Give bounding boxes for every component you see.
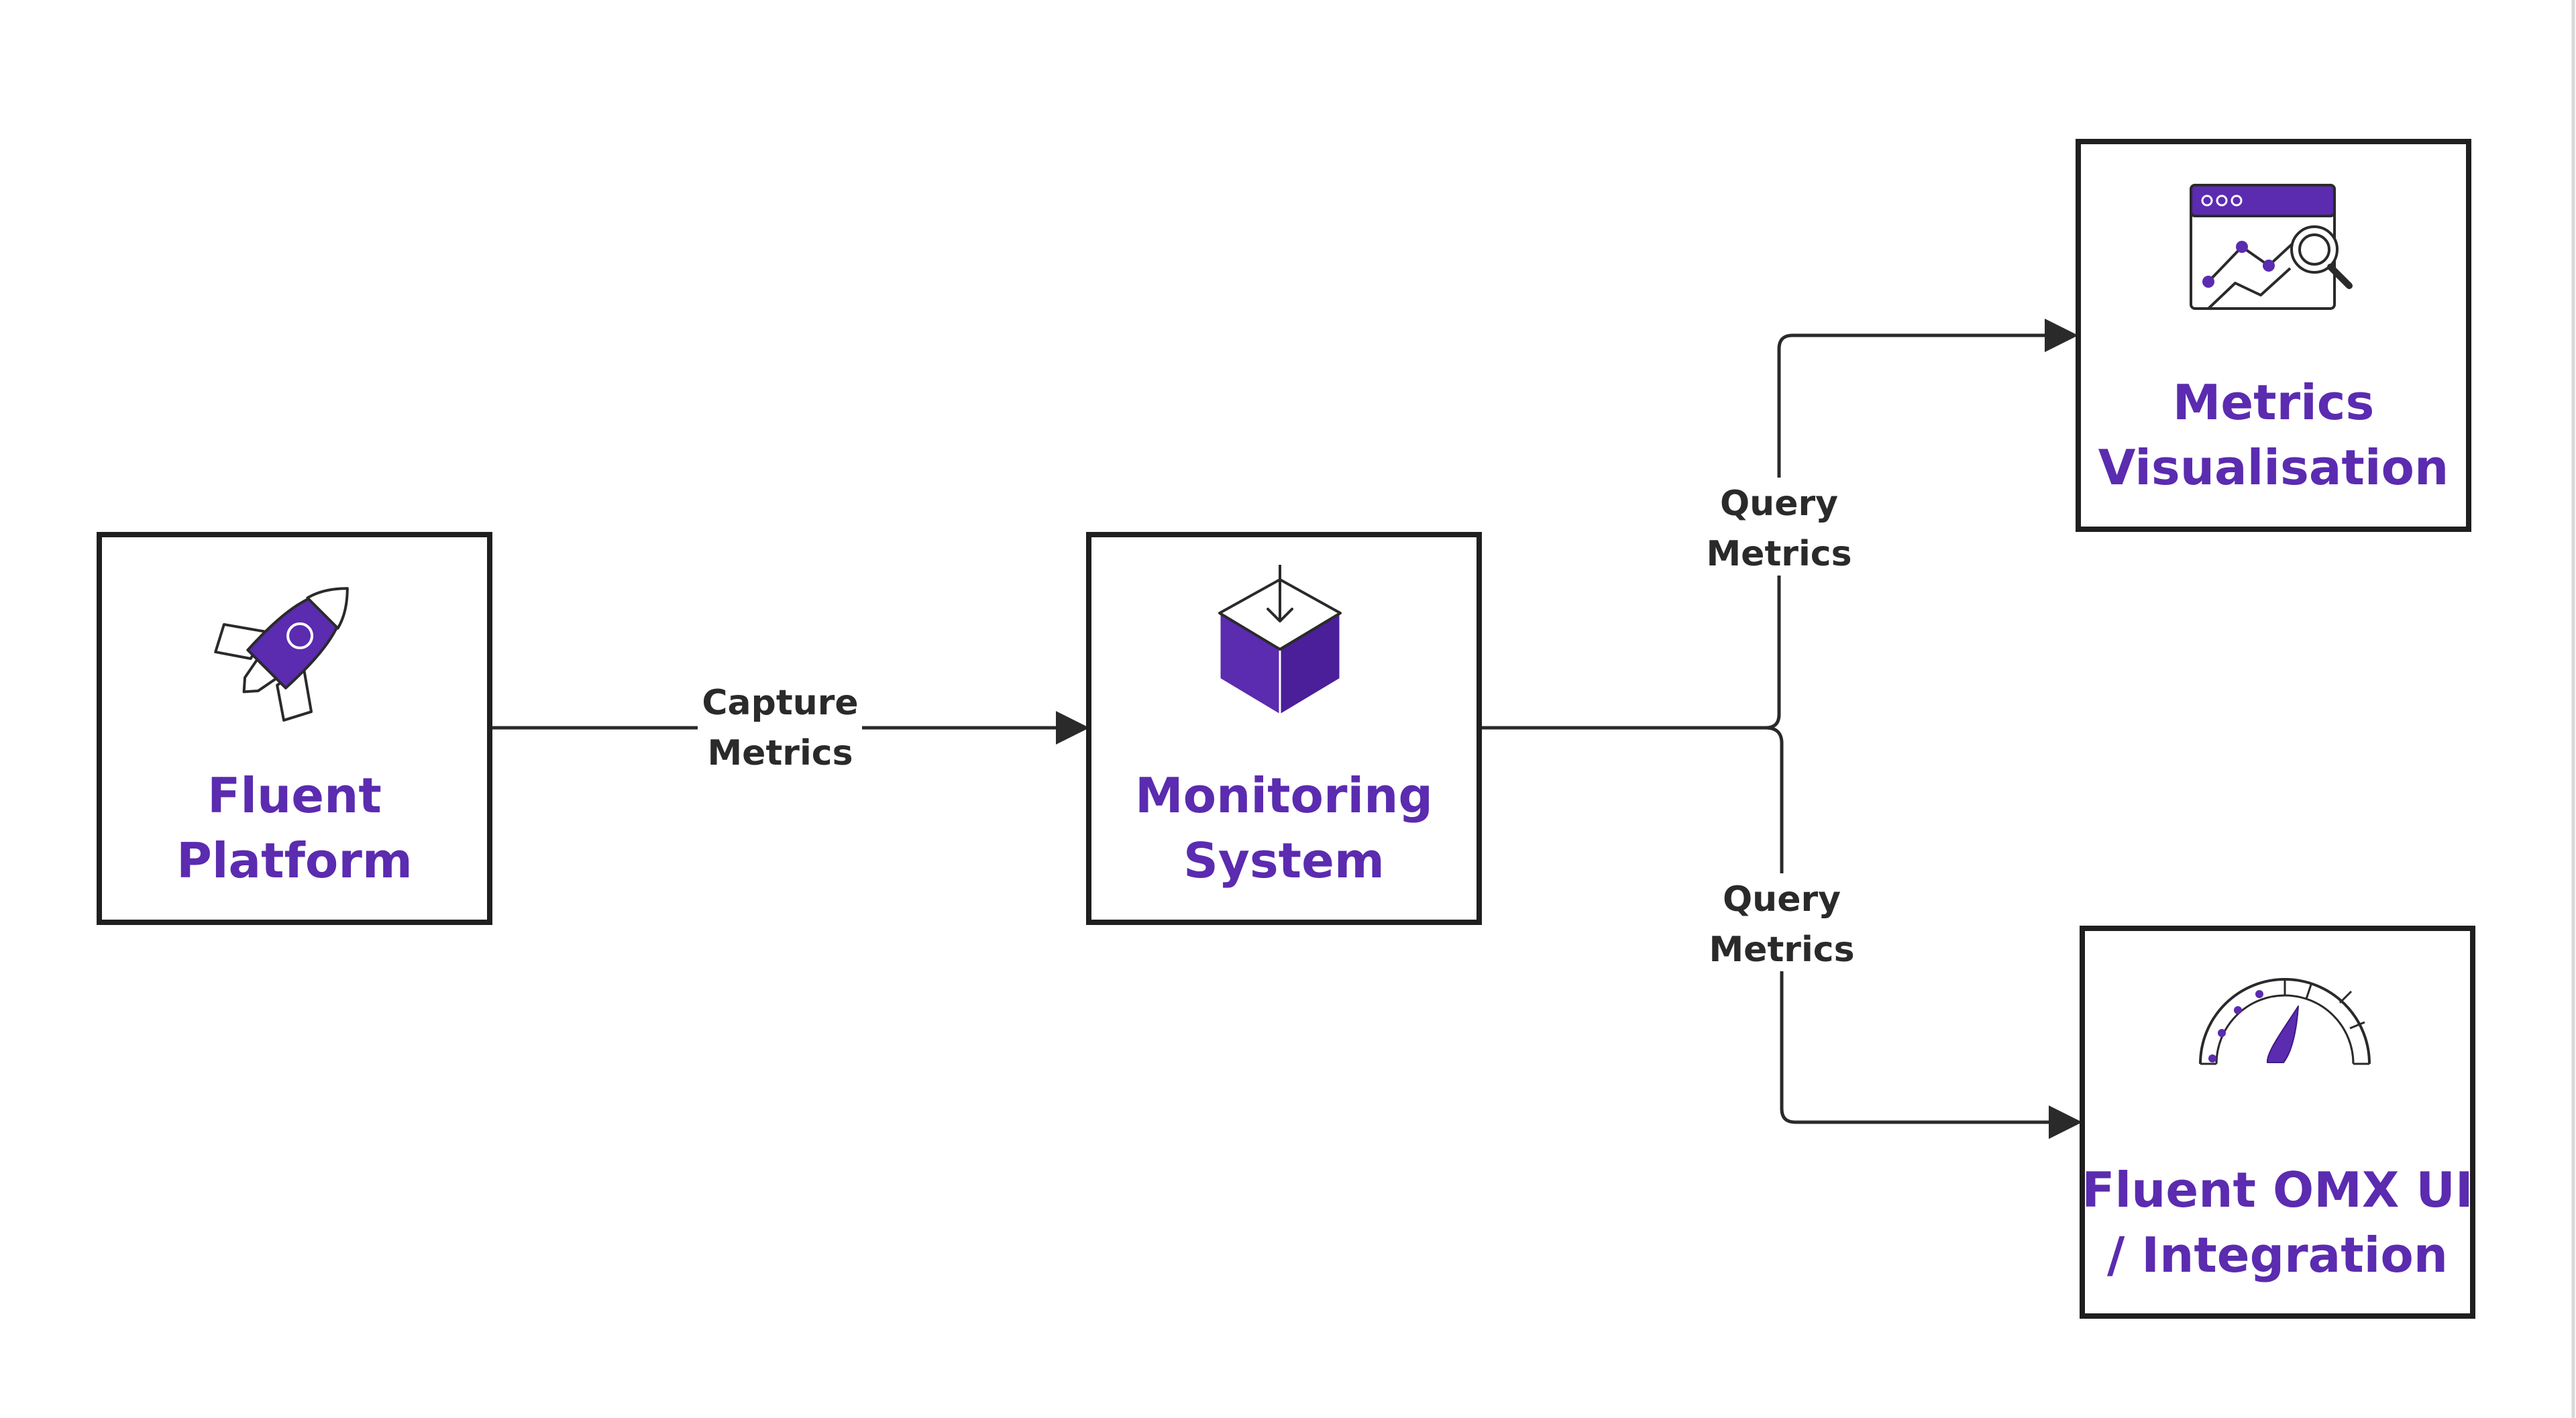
edge-query-top-path-upper [1777, 319, 2078, 478]
node-fluent-platform-title-line1: Fluent [207, 767, 382, 824]
edge-query-top: Query Metrics [1706, 319, 2078, 730]
node-fluent-omx[interactable]: Fluent OMX UI / Integration [2080, 926, 2475, 1319]
node-metrics-visualisation-title-line2: Visualisation [2098, 439, 2449, 496]
gauge-icon [2199, 978, 2371, 1065]
chart-search-icon [2190, 184, 2353, 310]
edge-label-capture-line2: Metrics [707, 733, 853, 773]
node-fluent-platform-title-line2: Platform [176, 832, 413, 889]
node-metrics-visualisation[interactable]: Metrics Visualisation [2076, 139, 2471, 532]
rocket-icon [214, 587, 349, 722]
node-fluent-omx-title-line2: / Integration [2107, 1227, 2448, 1283]
edge-query-bottom-path-upper [1765, 726, 1784, 873]
edge-label-query-bottom-line2: Metrics [1709, 930, 1854, 970]
node-metrics-visualisation-title-line1: Metrics [2173, 374, 2375, 431]
edge-label-query-top-line1: Query [1720, 484, 1838, 524]
edge-label-query-top-line2: Metrics [1706, 534, 1851, 574]
edge-label-query-bottom-line1: Query [1723, 879, 1841, 920]
edge-query-bottom: Query Metrics [1709, 726, 2082, 1139]
edge-query-bottom-path-lower [1780, 971, 2082, 1139]
node-fluent-omx-box [2080, 926, 2475, 1319]
node-fluent-omx-title-line1: Fluent OMX UI [2082, 1162, 2473, 1218]
box-download-icon [1218, 565, 1342, 716]
node-monitoring-system-title-line1: Monitoring [1135, 767, 1433, 824]
node-monitoring-system[interactable]: Monitoring System [1086, 532, 1482, 925]
node-fluent-platform-box [97, 532, 492, 925]
node-monitoring-system-title-line2: System [1183, 832, 1385, 889]
node-fluent-platform[interactable]: Fluent Platform [97, 532, 492, 925]
edge-query-top-path-lower [1765, 576, 1781, 730]
edge-label-capture-line1: Capture [702, 683, 858, 723]
edge-capture-metrics: Capture Metrics [492, 683, 1089, 773]
